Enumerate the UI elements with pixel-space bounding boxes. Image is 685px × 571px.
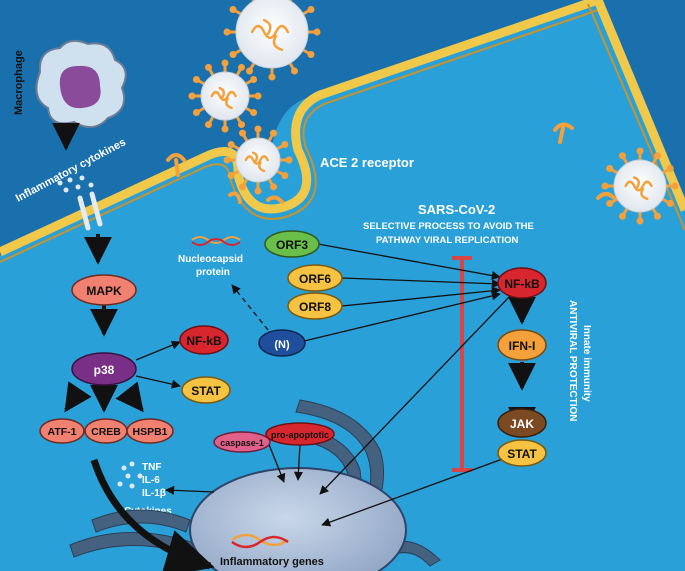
svg-text:ORF6: ORF6 (299, 272, 331, 286)
virus-icon (223, 0, 321, 81)
node-orf6: ORF6 (287, 264, 343, 292)
svg-text:JAK: JAK (510, 417, 534, 431)
cytokine-receptor-icon (77, 191, 103, 231)
svg-text:ORF8: ORF8 (299, 300, 331, 314)
nucleocapsid-label-line1: Nucleocapsid (178, 254, 243, 265)
dna-icon (231, 533, 289, 549)
macrophage-icon (35, 39, 127, 129)
sars-cov-2-subtitle-line2: PATHWAY VIRAL REPLICATION (376, 235, 518, 246)
svg-text:NF-kB: NF-kB (186, 334, 222, 348)
innate-immunity-label: Innate immunity (581, 325, 592, 402)
svg-text:MAPK: MAPK (86, 284, 122, 298)
cell-membrane-right (593, 0, 685, 212)
nucleus-icon (189, 467, 407, 571)
node-proapoptotic: pro-apoptotic (265, 422, 335, 446)
cytokine-dots-icon (57, 175, 94, 193)
node-orf3: ORF3 (264, 230, 320, 258)
node-stat-right: STAT (497, 439, 547, 467)
virus-icon (223, 125, 293, 195)
sars-cov-2-viruses (188, 0, 679, 225)
svg-text:HSPB1: HSPB1 (132, 426, 167, 438)
node-p38: p38 (71, 352, 137, 386)
il1b-label: IL-1β (142, 488, 166, 499)
node-nfkb-right: NF-kB (497, 267, 547, 299)
inflammatory-genes-label: Inflammatory genes (220, 556, 324, 568)
ace2-receptor-label: ACE 2 receptor (320, 155, 414, 170)
svg-text:CREB: CREB (91, 426, 121, 438)
svg-text:STAT: STAT (507, 447, 537, 461)
cytokine-dots-small-icon (117, 461, 143, 489)
node-hspb1: HSPB1 (126, 418, 174, 444)
node-n: (N) (258, 329, 306, 357)
pathway-arrows (135, 243, 511, 527)
svg-text:ORF3: ORF3 (276, 238, 308, 252)
il6-label: IL-6 (142, 475, 160, 486)
node-orf8: ORF8 (287, 292, 343, 320)
svg-text:caspase-1: caspase-1 (220, 438, 264, 448)
nucleocapsid-label-line2: protein (196, 267, 230, 278)
tnf-label: TNF (142, 462, 161, 473)
node-mapk: MAPK (71, 274, 137, 306)
svg-text:IFN-I: IFN-I (509, 339, 536, 353)
node-caspase: caspase-1 (213, 431, 271, 453)
cell-membrane-right-inner (587, 3, 685, 231)
node-creb: CREB (84, 418, 128, 444)
node-nfkb-left: NF-kB (179, 325, 229, 355)
node-jak: JAK (497, 408, 547, 438)
svg-text:NF-kB: NF-kB (504, 277, 540, 291)
node-atf1: ATF-1 (39, 418, 85, 444)
nucleocapsid-icon (191, 236, 241, 246)
svg-text:STAT: STAT (191, 384, 221, 398)
virus-icon (601, 147, 679, 225)
antiviral-protection-label: ANTIVIRAL PROTECTION (567, 300, 578, 421)
thick-arrows (64, 296, 536, 435)
svg-text:pro-apoptotic: pro-apoptotic (271, 430, 329, 440)
node-stat-left: STAT (181, 376, 231, 404)
ace2-receptor-icon (166, 122, 616, 204)
macrophage-label: Macrophage (13, 50, 25, 115)
cell-membrane-inner-line (0, 7, 605, 263)
svg-text:ATF-1: ATF-1 (48, 426, 77, 438)
sars-cov-2-subtitle-line1: SELECTIVE PROCESS TO AVOID THE (363, 221, 534, 232)
curved-arrow-to-genes (90, 458, 215, 571)
svg-text:(N): (N) (274, 339, 290, 351)
node-ifn: IFN-I (497, 329, 547, 361)
virus-icon (188, 59, 262, 133)
svg-text:p38: p38 (94, 363, 115, 377)
sars-cov-2-title: SARS-CoV-2 (418, 202, 495, 217)
